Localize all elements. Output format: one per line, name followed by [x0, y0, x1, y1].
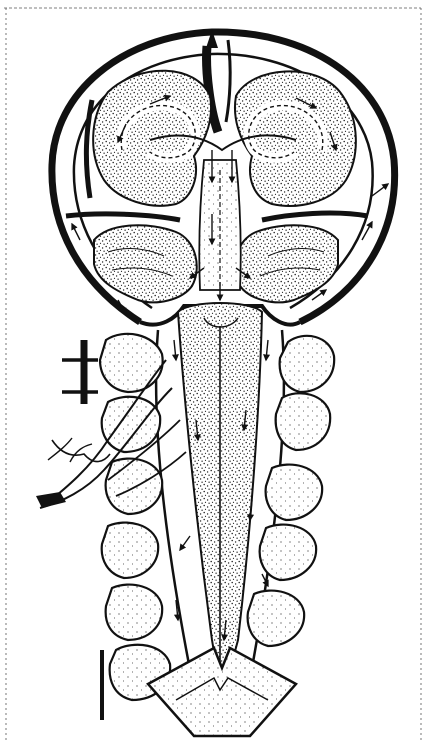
vertebrae-right — [248, 336, 335, 646]
vertebrae-left — [62, 334, 170, 720]
brainstem — [199, 160, 241, 290]
